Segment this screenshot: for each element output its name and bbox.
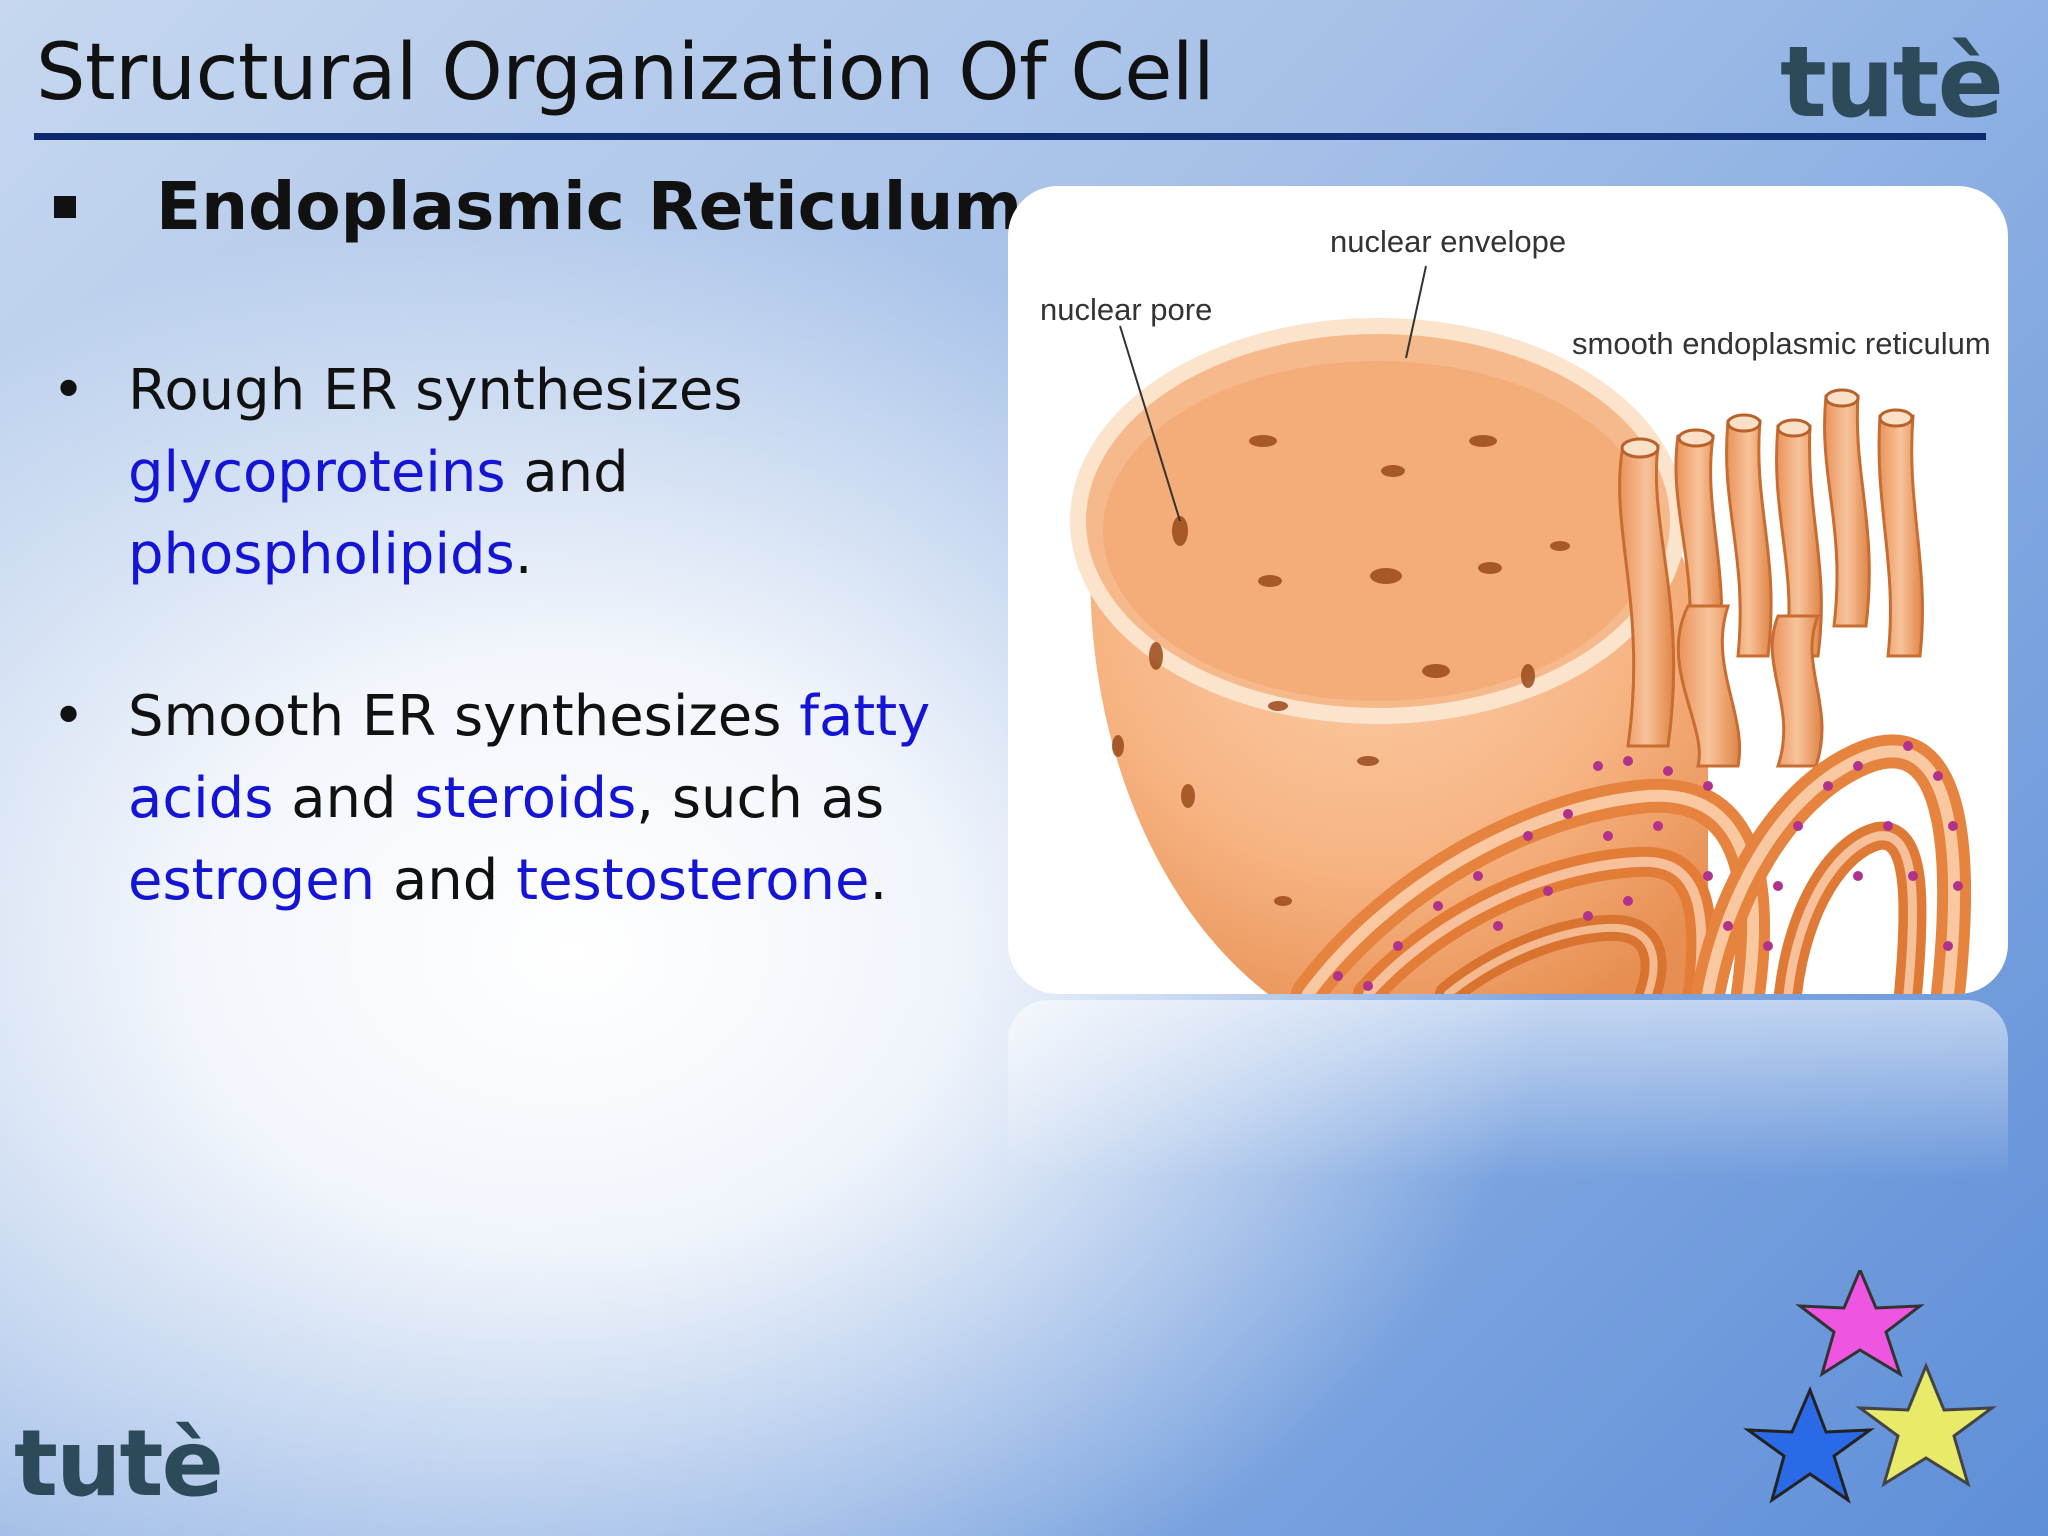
text-segment: . bbox=[514, 522, 533, 587]
label-smooth-er: smooth endoplasmic reticulum bbox=[1572, 326, 1991, 361]
highlight-glycoproteins: glycoproteins bbox=[128, 440, 506, 505]
yellow-star-icon bbox=[1855, 1362, 1997, 1488]
square-bullet-icon bbox=[54, 195, 76, 218]
text-segment: Rough ER synthesizes bbox=[128, 358, 743, 423]
text-segment: . bbox=[869, 848, 888, 913]
blue-star-icon bbox=[1743, 1386, 1875, 1504]
slide-title: Structural Organization Of Cell bbox=[36, 28, 1215, 118]
highlight-phospholipids: phospholipids bbox=[128, 522, 515, 587]
stars-decoration bbox=[1743, 1270, 1997, 1504]
bullet-smooth-er: • Smooth ER synthesizes fatty acids and … bbox=[52, 676, 972, 922]
section-heading: Endoplasmic Reticulum bbox=[54, 168, 1022, 245]
label-nuclear-envelope: nuclear envelope bbox=[1330, 224, 1566, 259]
highlight-estrogen: estrogen bbox=[128, 848, 376, 913]
logo-bottom: tutè bbox=[14, 1410, 224, 1517]
bullet-dot-icon: • bbox=[52, 358, 86, 423]
bullet-list: • Rough ER synthesizes glycoproteins and… bbox=[52, 350, 972, 1002]
bullet-rough-er: • Rough ER synthesizes glycoproteins and… bbox=[52, 350, 972, 596]
highlight-fatty-acids: fatty acids bbox=[128, 684, 931, 831]
bullet-dot-icon: • bbox=[52, 684, 86, 749]
magenta-star-icon bbox=[1795, 1270, 1925, 1378]
er-diagram-image: nuclear envelope nuclear pore smooth end… bbox=[1008, 186, 2008, 994]
title-underline bbox=[34, 133, 1986, 140]
text-segment: and bbox=[273, 766, 415, 831]
heading-text: Endoplasmic Reticulum bbox=[156, 168, 1023, 245]
text-segment: and bbox=[505, 440, 629, 505]
text-segment: and bbox=[375, 848, 517, 913]
text-segment: , such as bbox=[636, 766, 885, 831]
highlight-steroids: steroids bbox=[414, 766, 637, 831]
label-nuclear-pore: nuclear pore bbox=[1040, 292, 1212, 327]
image-reflection bbox=[1008, 1000, 2008, 1180]
highlight-testosterone: testosterone bbox=[516, 848, 870, 913]
text-segment: Smooth ER synthesizes bbox=[128, 684, 800, 749]
er-illustration: nuclear envelope nuclear pore smooth end… bbox=[1040, 224, 1991, 994]
logo-top: tutè bbox=[1780, 26, 2004, 140]
